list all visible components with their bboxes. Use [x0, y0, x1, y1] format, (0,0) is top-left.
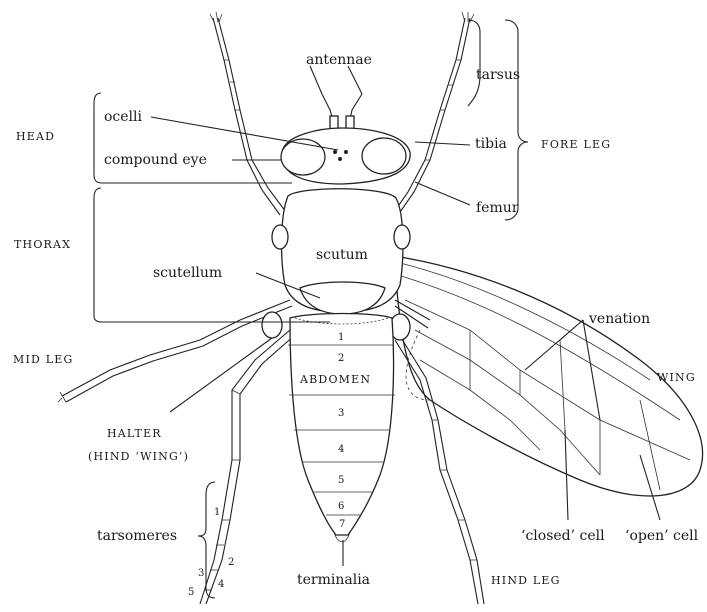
- label-tarsus: tarsus: [476, 67, 520, 83]
- label-mid-leg: MID LEG: [13, 353, 73, 366]
- fore-leg-right: [392, 12, 474, 215]
- label-venation: venation: [588, 311, 650, 327]
- tarsomere-number: 3: [198, 568, 204, 579]
- abdomen-segment-number: 1: [338, 332, 344, 343]
- label-hind-leg: HIND LEG: [491, 574, 561, 587]
- label-compound-eye: compound eye: [104, 152, 207, 168]
- label-hind-wing: (HIND ‘WING’): [88, 450, 189, 463]
- abdomen-segment-number: 2: [338, 353, 344, 364]
- head-drawing: [281, 128, 410, 184]
- label-scutellum: scutellum: [153, 265, 222, 281]
- label-thorax: THORAX: [14, 238, 71, 251]
- leader-lines: [94, 20, 660, 598]
- label-abdomen: ABDOMEN: [299, 373, 371, 386]
- label-scutum: scutum: [316, 247, 368, 263]
- label-femur: femur: [476, 200, 519, 216]
- abdomen-segment-number: 4: [338, 444, 344, 455]
- label-ocelli: ocelli: [104, 109, 143, 125]
- mid-leg-left: [58, 300, 292, 402]
- label-head: HEAD: [16, 130, 55, 143]
- label-fore-leg: FORE LEG: [541, 138, 611, 151]
- label-open-cell: ‘open’ cell: [625, 528, 699, 544]
- label-tarsomeres: tarsomeres: [97, 528, 177, 544]
- label-closed-cell: ‘closed’ cell: [521, 528, 605, 544]
- abdomen-segment-number: 3: [338, 408, 344, 419]
- abdomen-segment-number: 7: [339, 519, 345, 530]
- abdomen-segment-number: 5: [338, 475, 344, 486]
- antennae-drawing: [322, 94, 362, 132]
- label-tibia: tibia: [475, 136, 507, 152]
- label-wing: WING: [657, 371, 696, 384]
- fore-leg-left: [210, 12, 286, 215]
- label-halter: HALTER: [107, 427, 162, 440]
- label-antennae: antennae: [306, 52, 372, 68]
- abdomen-segment-number: 6: [338, 501, 344, 512]
- label-terminalia: terminalia: [297, 572, 370, 588]
- tarsomere-number: 1: [214, 507, 220, 518]
- tarsomere-number: 2: [228, 557, 234, 568]
- hind-leg-left: [200, 330, 296, 604]
- tarsomere-number: 5: [188, 587, 194, 598]
- tarsomere-number: 4: [218, 579, 224, 590]
